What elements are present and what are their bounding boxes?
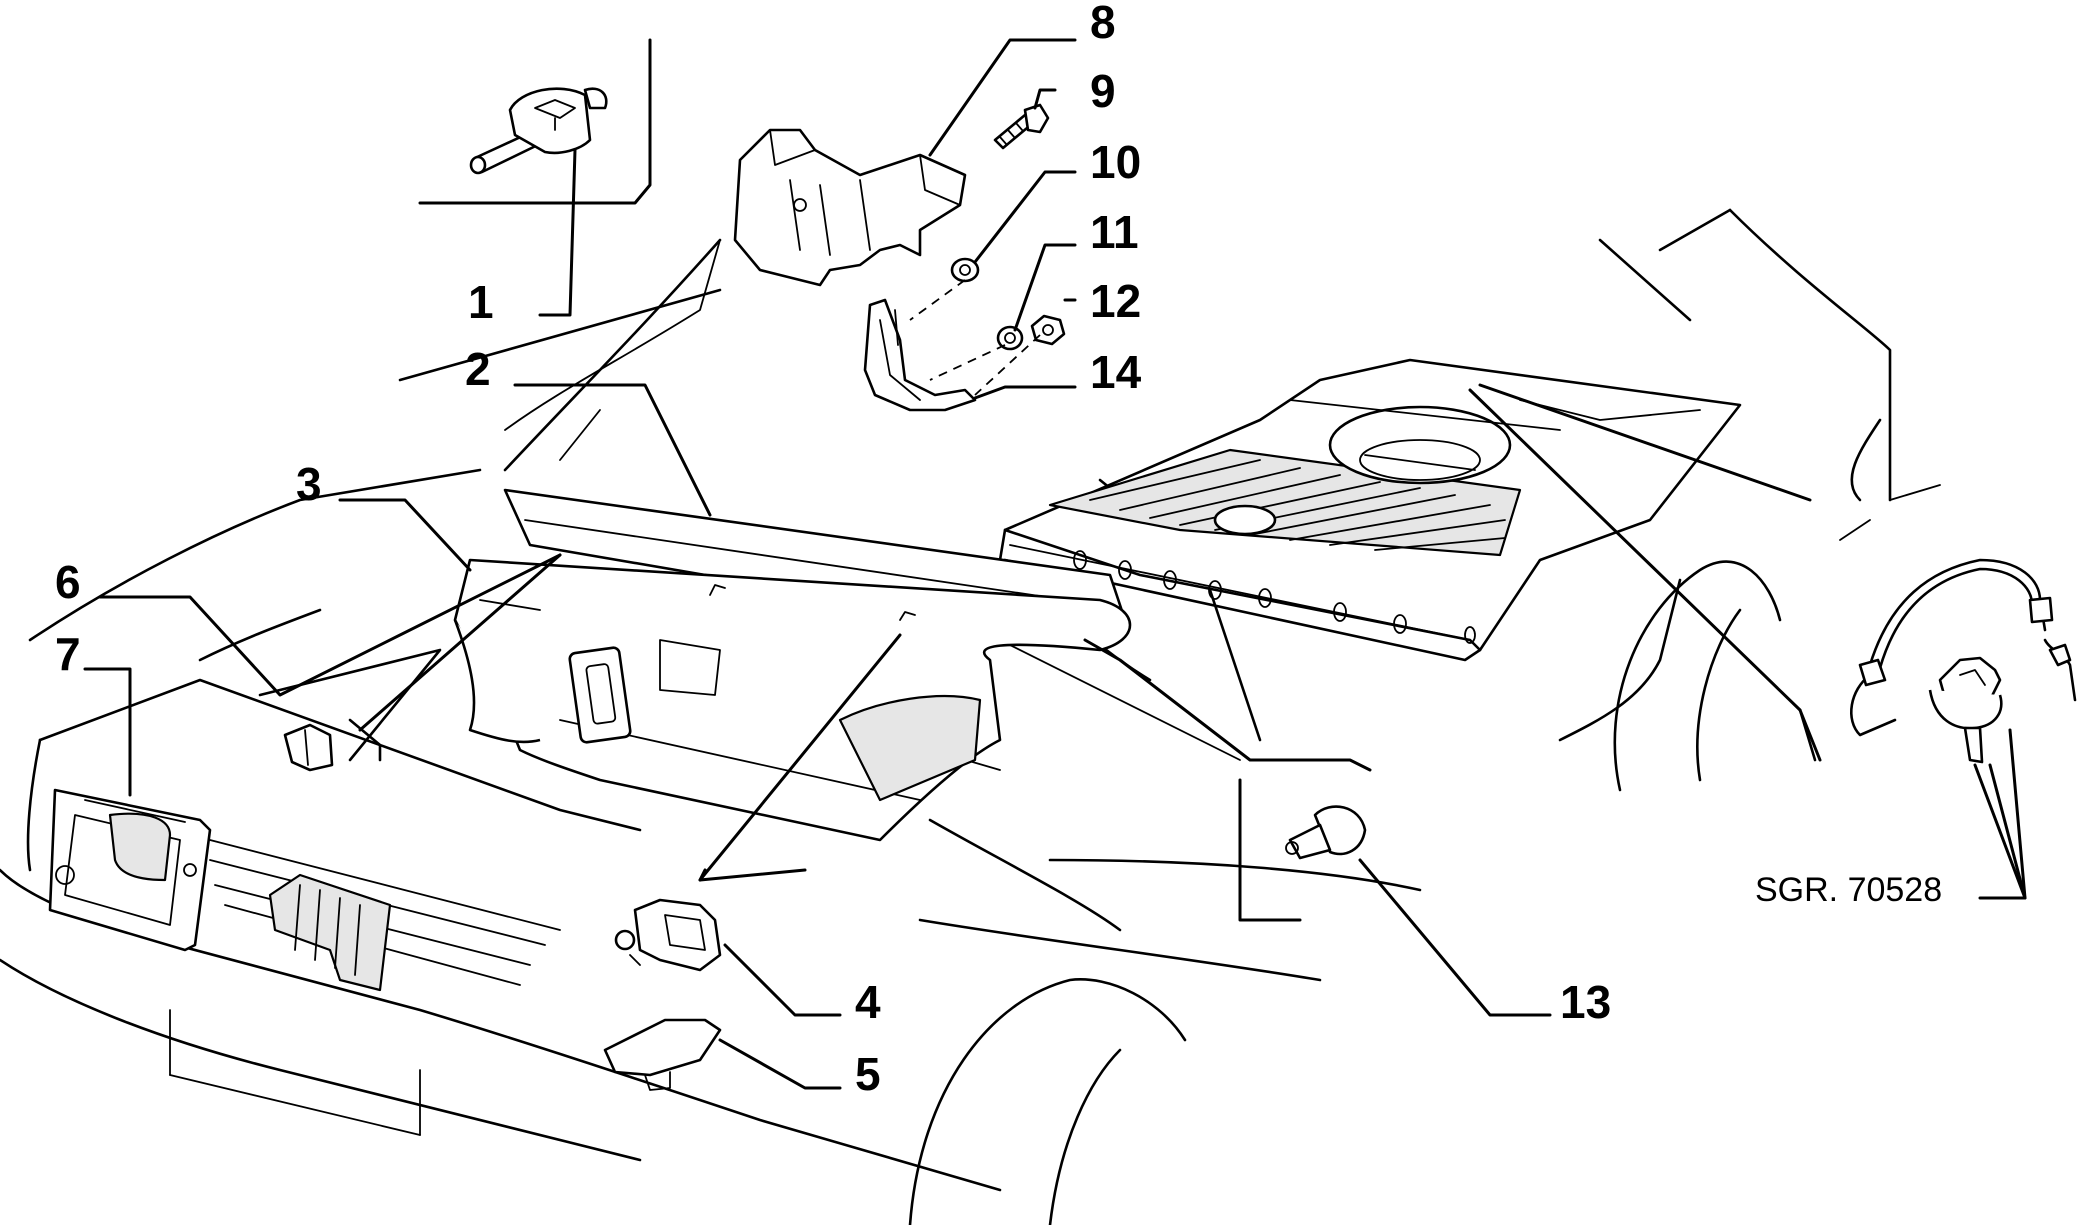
callout-12: 12	[1090, 275, 1141, 327]
part-5-pad	[603, 1018, 722, 1091]
callout-3: 3	[296, 458, 322, 510]
callout-6: 6	[55, 556, 81, 608]
callout-13: 13	[1560, 976, 1611, 1028]
callout-1: 1	[468, 276, 494, 328]
part-9-screw	[993, 103, 1050, 150]
floor-holes	[1073, 550, 1476, 644]
callout-14: 14	[1090, 346, 1142, 398]
part-10-nut	[950, 257, 980, 283]
part-14-bracket	[863, 298, 977, 412]
callout-10: 10	[1090, 136, 1141, 188]
cable-and-grommet	[1850, 558, 2077, 764]
part-2-rear-panel	[453, 488, 1132, 842]
callout-labels: 1 2 3 4 5 6 7 8 9 10 11 12 13 14 SGR. 70…	[55, 0, 1942, 1100]
car-body-outline	[0, 208, 1941, 1225]
part-12-nut	[1030, 314, 1066, 346]
callout-11: 11	[1090, 206, 1139, 258]
leader-lines	[83, 38, 2027, 1090]
callout-4: 4	[855, 976, 881, 1028]
callout-5: 5	[855, 1048, 881, 1100]
callout-2: 2	[465, 343, 491, 395]
part-6-clip	[283, 723, 334, 772]
part-13-bump-stop	[1285, 805, 1367, 860]
callout-8: 8	[1090, 0, 1116, 48]
part-8-bracket	[733, 128, 967, 287]
part-11-washer	[996, 325, 1024, 351]
callout-9: 9	[1090, 65, 1116, 117]
callout-7: 7	[55, 628, 81, 680]
part-7-headlight-panel	[48, 788, 212, 952]
part-1-stud	[469, 87, 608, 175]
trunk-floor-assembly	[998, 358, 1742, 662]
part-4-latch	[614, 898, 722, 972]
drawing-reference: SGR. 70528	[1755, 871, 1942, 909]
